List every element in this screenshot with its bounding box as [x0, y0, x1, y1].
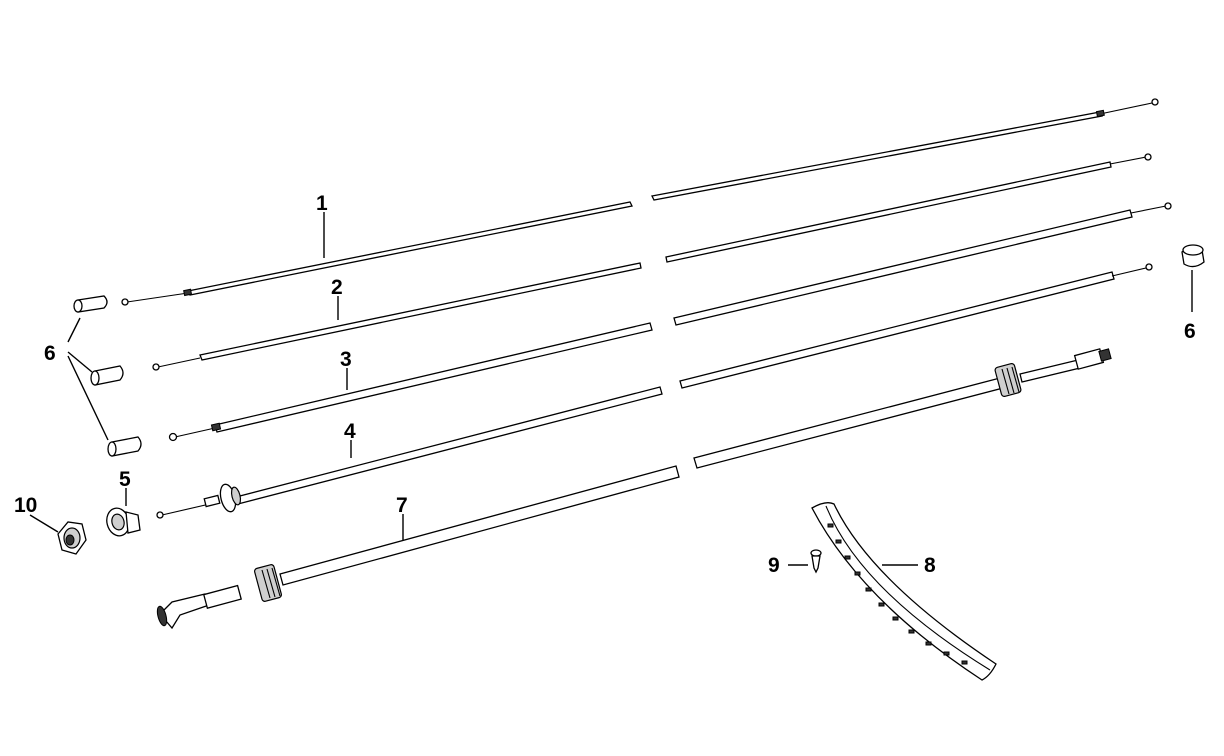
- cable-3: [168, 202, 1172, 442]
- cable-7: [156, 348, 1112, 630]
- clip-9: [810, 549, 822, 574]
- callout-10: 10: [14, 494, 37, 517]
- callout-6-right: 6: [1184, 320, 1196, 343]
- end-cap-6-c: [107, 436, 142, 457]
- cable-1: [121, 98, 1159, 306]
- end-cap-6-b: [90, 365, 124, 386]
- perforated-strap-8: [811, 502, 997, 681]
- callout-9: 9: [768, 554, 780, 577]
- nut-10: [57, 521, 87, 555]
- bushing-5: [106, 507, 141, 537]
- end-cap-6-a: [73, 295, 108, 313]
- callout-4: 4: [344, 420, 356, 443]
- strap-perforations: [827, 523, 968, 665]
- callout-5: 5: [119, 468, 131, 491]
- leader-lines: [29, 212, 1193, 566]
- end-cap-6-right: [1181, 244, 1205, 268]
- cable-4: [156, 263, 1153, 519]
- callout-3: 3: [340, 348, 352, 371]
- callout-1: 1: [316, 192, 328, 215]
- callout-6-left: 6: [44, 342, 56, 365]
- callout-2: 2: [331, 276, 343, 299]
- callout-7: 7: [396, 494, 408, 517]
- callout-8: 8: [924, 554, 936, 577]
- cable-2: [152, 153, 1152, 371]
